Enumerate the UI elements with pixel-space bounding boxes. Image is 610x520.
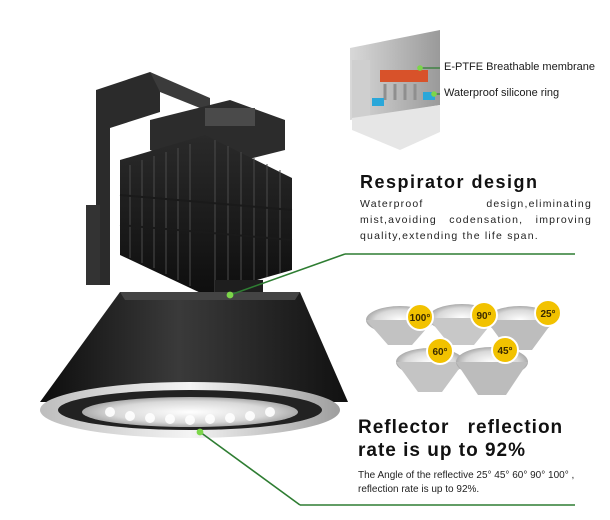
reflector-cones-icon [366,304,554,395]
silicone-ring-label: Waterproof silicone ring [444,87,560,99]
reflector-heading-line1: Reflector reflection [358,417,564,438]
reflector-description: The Angle of the reflective 25° 45° 60° … [358,470,575,495]
reflector-heading-line2: rate is up to 92% [358,440,526,461]
respirator-heading: Respirator design [360,172,539,192]
respirator-description: Waterproof design,eliminating mist,avoid… [360,198,592,242]
membrane-label: E-PTFE Breathable membrane [444,61,596,73]
respirator-cutaway-icon [350,30,440,150]
